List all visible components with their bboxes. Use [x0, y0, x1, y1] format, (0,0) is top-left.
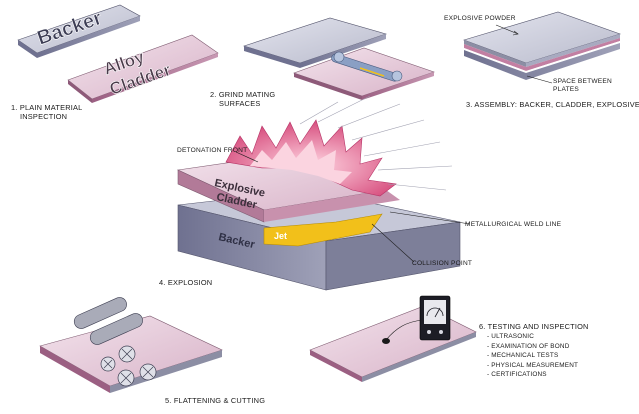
step6-plate-side [362, 332, 476, 382]
step3-cladder-layer [464, 38, 620, 71]
step2-cladder-side [362, 72, 434, 100]
step5-plate-side [110, 350, 222, 393]
explosive-powder-arrow-icon [512, 30, 519, 36]
step1-backer-side [37, 16, 140, 58]
step3-explosive-side [526, 34, 620, 67]
step1-caption: 1. PLAIN MATERIAL INSPECTION [11, 103, 83, 121]
step4-caption: 4. EXPLOSION [159, 278, 213, 287]
step6-caption: 6. TESTING AND INSPECTION [479, 322, 589, 331]
test-item: - ULTRASONIC [487, 333, 535, 340]
space-between-leader [526, 75, 553, 84]
step1-backer-front [18, 40, 37, 58]
step6-test-list: - ULTRASONIC - EXAMINATION OF BOND - MEC… [487, 332, 578, 380]
step6-plate-front [310, 350, 362, 382]
test-item: - CERTIFICATIONS [487, 371, 547, 379]
space-between-plates-callout: SPACE BETWEEN PLATES [553, 78, 612, 93]
step4-explosion: Explosive Cladder Jet Backer [176, 95, 471, 291]
detonation-front-callout: DETONATION FRONT [177, 147, 248, 154]
flattening-roller-icon [73, 297, 157, 387]
weld-line-leader [389, 211, 471, 225]
step4-jet-label: Jet [274, 231, 287, 241]
step3-explosive-front [464, 40, 526, 67]
explosive-powder-leader [495, 24, 519, 35]
step3-space-layer [464, 41, 620, 73]
collision-point-callout: COLLISION POINT [412, 260, 473, 267]
step1-cladder-top [67, 34, 219, 100]
detonation-flame-icon [225, 95, 453, 197]
test-item: - EXAMINATION OF BOND [487, 342, 570, 350]
step1-plates: Backer Alloy Cladder [17, 4, 219, 103]
step5-flattening [39, 297, 223, 393]
detonation-front-leader [235, 151, 259, 163]
step3-assembly [463, 11, 621, 84]
collision-point-leader [371, 223, 415, 263]
ultrasonic-meter-icon [419, 295, 451, 341]
step6-testing [309, 295, 477, 382]
step5-plate-front [40, 346, 110, 393]
step4-backer-side [325, 221, 461, 291]
probe-cable [385, 319, 423, 341]
step2-plates [243, 17, 435, 100]
grinder-roller-icon [331, 51, 403, 82]
test-item: - MECHANICAL TESTS [487, 352, 559, 360]
step2-cladder-front [294, 73, 362, 100]
weld-line-callout: METALLURGICAL WELD LINE [465, 221, 562, 228]
step2-backer-front [244, 46, 300, 68]
step2-backer-side [300, 34, 386, 68]
step3-caption: 3. ASSEMBLY: BACKER, CLADDER, EXPLOSIVE [466, 100, 639, 109]
step5-caption: 5. FLATTENING & CUTTING [165, 396, 266, 405]
step4-cladder-bend [264, 190, 400, 222]
step1-cladder-side [92, 53, 218, 103]
explosive-powder-callout: EXPLOSIVE POWDER [444, 15, 516, 22]
step1-cladder-front [68, 80, 92, 103]
step2-caption: 2. GRIND MATING SURFACES [210, 90, 276, 108]
step4-jet [263, 213, 383, 247]
ultrasonic-probe-icon [382, 338, 390, 344]
step3-backer-layer [464, 43, 620, 80]
test-item: - PHYSICAL MEASUREMENT [487, 361, 579, 369]
